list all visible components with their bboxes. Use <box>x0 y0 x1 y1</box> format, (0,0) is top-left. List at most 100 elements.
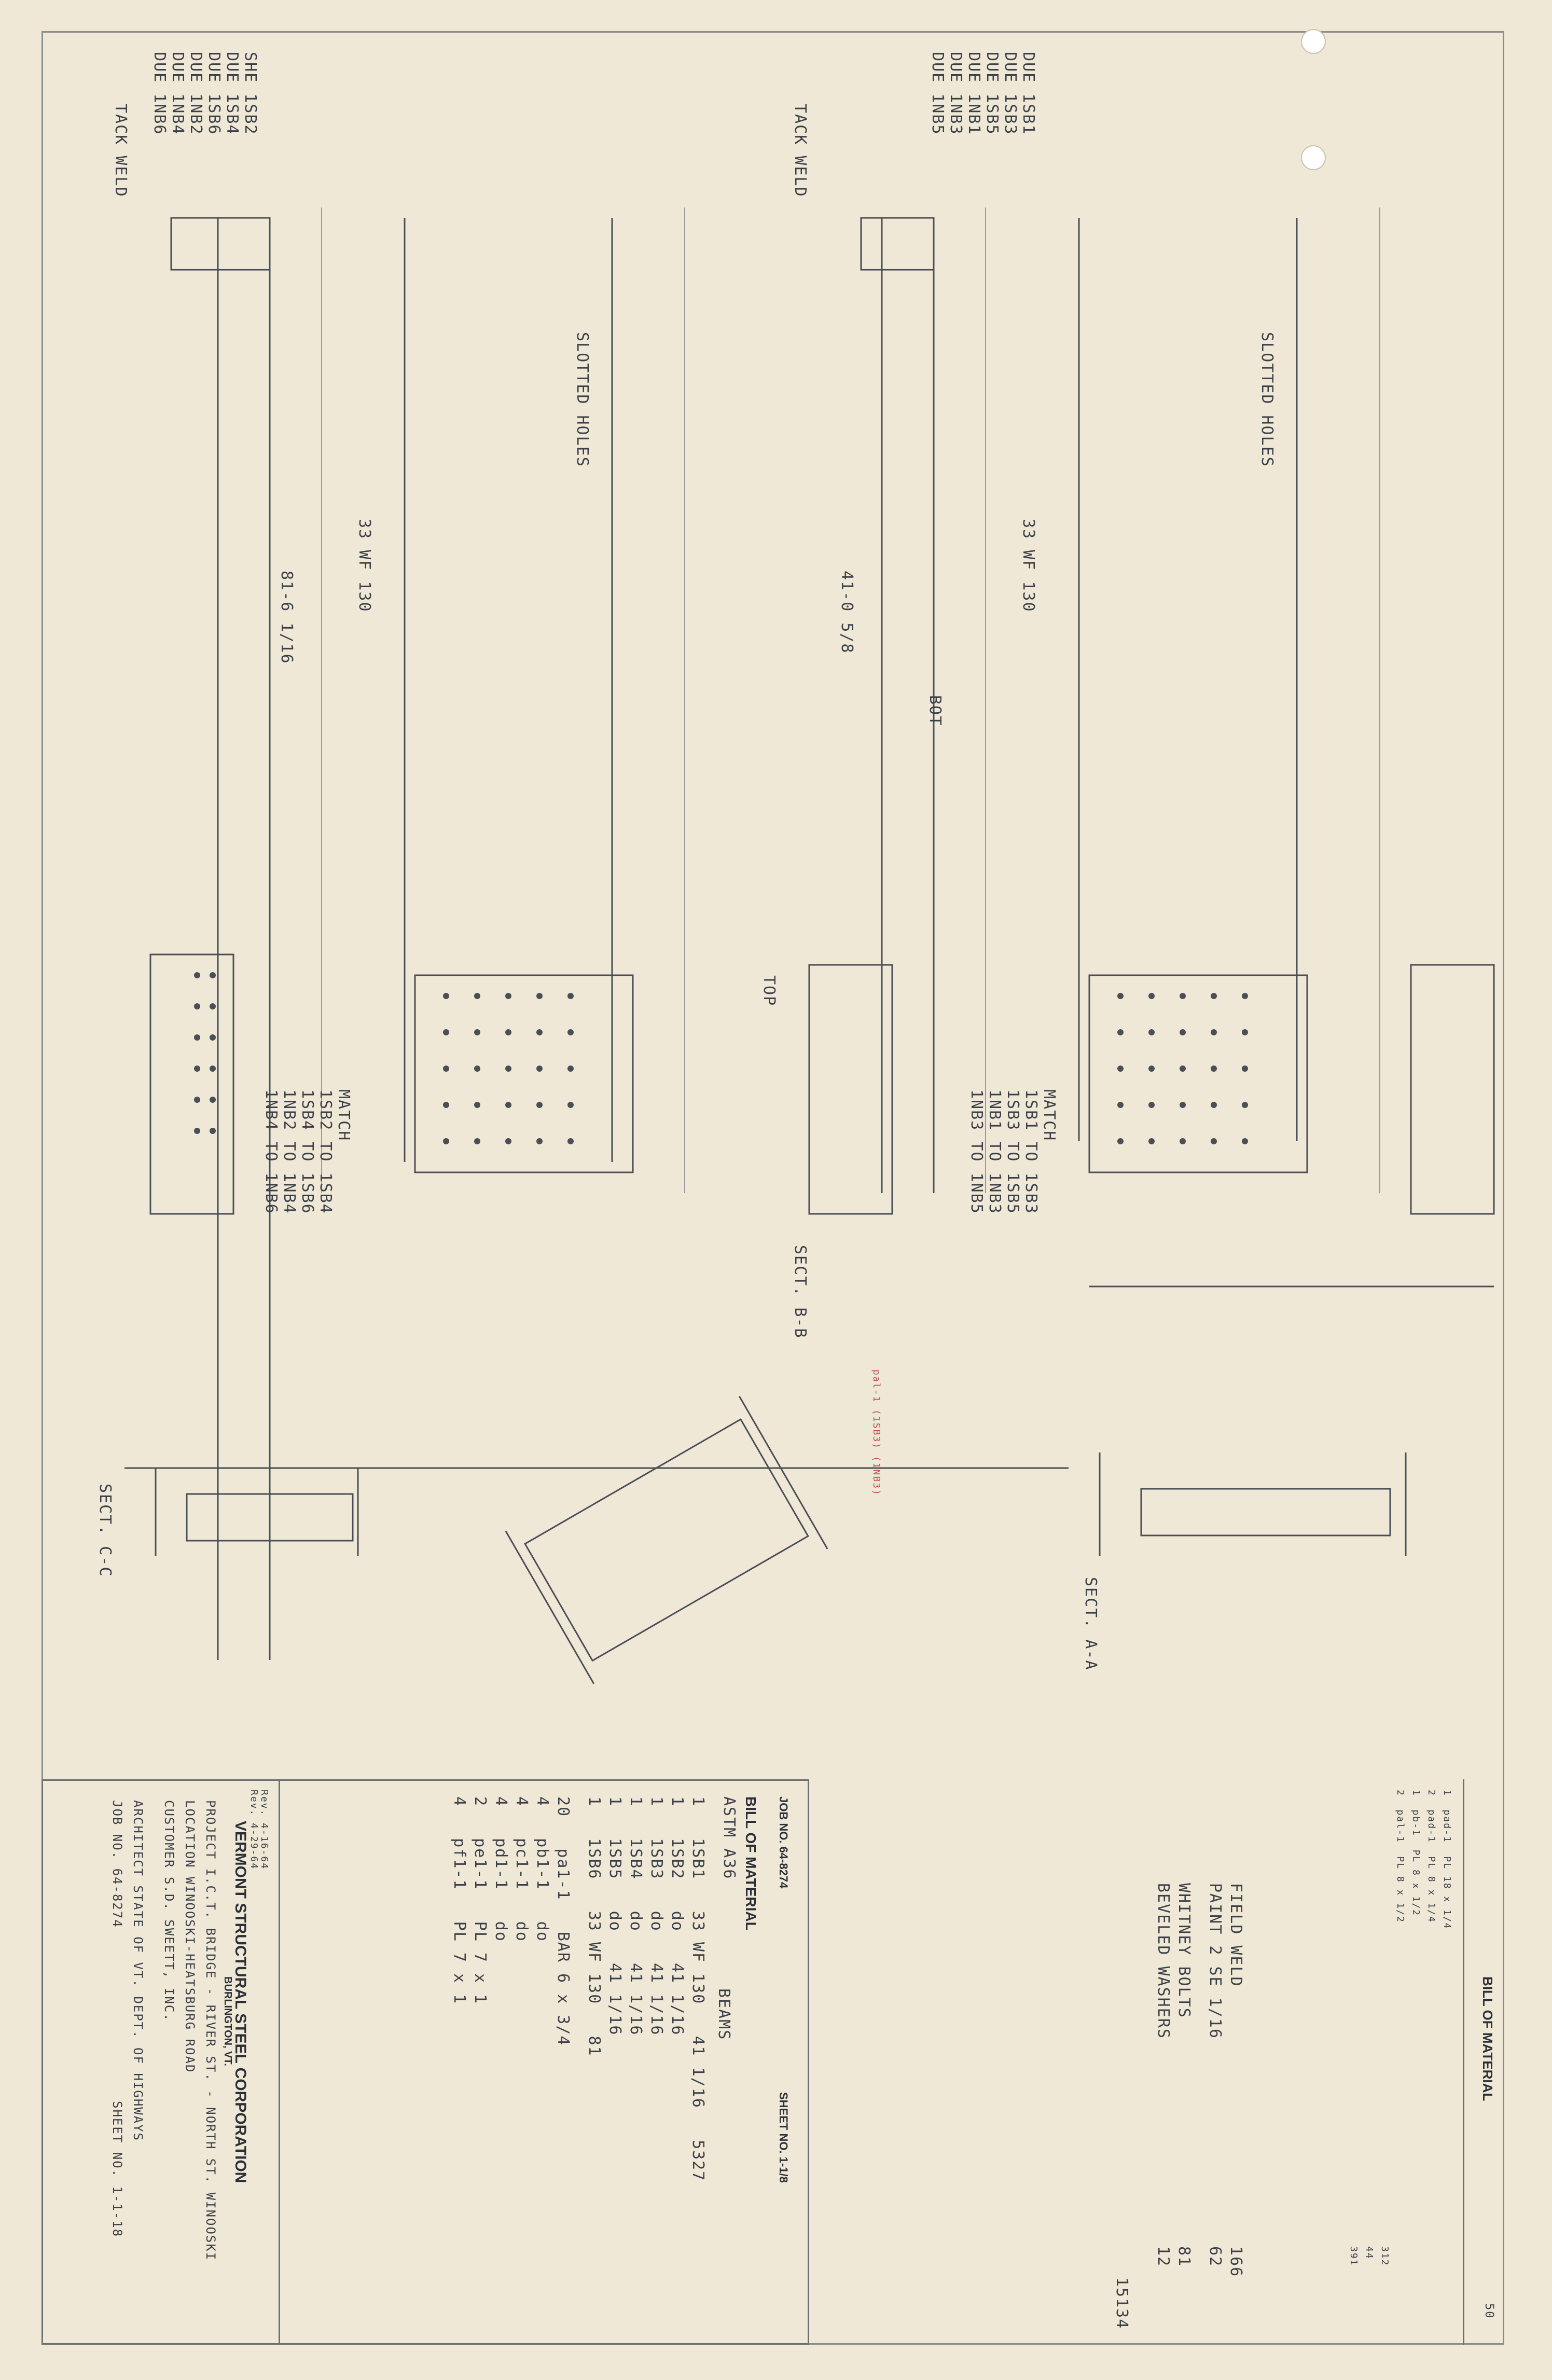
overall-length: 81-6 1/16 <box>278 571 296 665</box>
bom-row-4: 1 1SB5 do 41 1/16 <box>606 1796 624 2036</box>
bom-row-2: 1 1SB3 do 41 1/16 <box>647 1796 666 2036</box>
length: 41 <box>606 1963 624 1984</box>
bom-sheet-no: SHEET NO. 1-1/8 <box>777 2092 790 2183</box>
description: do <box>668 1911 686 1932</box>
member-label: 33 WF 130 <box>1019 519 1037 613</box>
match-table-upper: MATCH 1SB2 TO 1SB4 1SB4 TO 1SB6 1NB2 TO … <box>262 1089 353 1214</box>
beams-heading: BEAMS <box>715 1988 733 2041</box>
lower-mark: DUE 1NB3 <box>947 52 965 135</box>
total: 166 <box>1227 2246 1245 2278</box>
bom-row-6: 20 pa1-1 BAR 6 x 3/4 <box>554 1796 572 2046</box>
bom-top-row: 2 pad-1 PL 8 x 1/4 <box>1426 1790 1437 1923</box>
length: 41 <box>627 1963 645 1984</box>
mark: pe1-1 <box>471 1838 489 1890</box>
bolts-note: WHITNEY BOLTS <box>1175 1883 1193 2018</box>
description: do <box>512 1921 531 1942</box>
mark: pal-1 <box>1395 1809 1406 1843</box>
punch-hole <box>1301 145 1326 170</box>
match-row: 1SB1 TO 1SB3 <box>1022 1089 1040 1214</box>
pieces: 1 <box>668 1796 686 1807</box>
description: BAR 6 x 3/4 <box>554 1931 572 2046</box>
match-row: 1SB4 TO 1SB6 <box>298 1089 316 1214</box>
bom-top-row: 1 pb-1 PL 8 x 1/2 <box>1410 1790 1421 1916</box>
mark: pc1-1 <box>512 1838 531 1890</box>
upper-mark: DUE 1SB6 <box>205 52 223 135</box>
bom-top-heading: BILL OF MATERIAL <box>1480 1976 1495 2101</box>
mark: 1SB4 <box>627 1838 645 1880</box>
match-row: 1SB3 TO 1SB5 <box>1004 1089 1022 1214</box>
pieces: 1 <box>647 1796 666 1807</box>
splice-plate <box>1410 964 1495 1215</box>
match-table-lower: MATCH 1SB1 TO 1SB3 1SB3 TO 1SB5 1NB1 TO … <box>967 1089 1058 1214</box>
match-heading: MATCH <box>335 1089 353 1142</box>
bom-row-5: 1 1SB6 33 WF 130 81 <box>585 1796 603 2057</box>
bom-top-weight: 312 <box>1379 2246 1390 2266</box>
pieces: 4 <box>512 1796 531 1807</box>
weight: 5327 <box>689 2140 707 2182</box>
overall-length: 41-0 5/8 <box>838 571 856 654</box>
mark: pb-1 <box>1410 1809 1421 1836</box>
total: 12 <box>1154 2246 1172 2267</box>
washers-note: BEVELED WASHERS <box>1154 1883 1172 2039</box>
section-c-c-plate <box>186 1493 354 1542</box>
field-weld-note: FIELD WELD <box>1227 1883 1245 1987</box>
upper-mark: SHE 1SB2 <box>241 52 259 135</box>
description: PL 7 x 1 <box>450 1921 468 2005</box>
total: 62 <box>1206 2246 1224 2267</box>
match-row: 1NB2 TO 1NB4 <box>280 1089 298 1214</box>
length-in: 1/16 <box>606 1994 624 2036</box>
match-row: 1SB2 TO 1SB4 <box>316 1089 335 1214</box>
mark: pad-1 <box>1442 1809 1452 1843</box>
length-in: 1/16 <box>647 1994 666 2036</box>
mark: pf1-1 <box>450 1838 468 1890</box>
pieces: 2 <box>471 1796 489 1807</box>
bom-row-10: 2 pe1-1 PL 7 x 1 <box>471 1796 489 2004</box>
pieces: 1 <box>585 1796 603 1807</box>
bottom-flange-label: BOT <box>926 695 944 727</box>
pieces: 1 <box>606 1796 624 1807</box>
description: do <box>533 1921 551 1942</box>
match-row: 1NB4 TO 1NB6 <box>262 1089 280 1214</box>
section-label: SECT. C-C <box>96 1484 114 1578</box>
title-block: VERMONT STRUCTURAL STEEL CORPORATION BUR… <box>41 1779 280 2345</box>
project-name: PROJECT I.C.T. BRIDGE - RIVER ST. - NORT… <box>203 1800 218 2261</box>
bom-top-weight: 391 <box>1348 2246 1359 2266</box>
pieces: 1 <box>689 1796 707 1807</box>
upper-mark-list: SHE 1SB2 DUE 1SB4 DUE 1SB6 DUE 1NB2 DUE … <box>150 52 259 135</box>
title-job-no: JOB NO. 64-8274 <box>110 1800 124 1928</box>
mark: 1SB5 <box>606 1838 624 1880</box>
section-a-a-plate <box>1140 1488 1391 1537</box>
length: 41 <box>647 1963 666 1984</box>
bom-row-7: 4 pb1-1 do <box>533 1796 551 1942</box>
description: PL 8 x 1/4 <box>1426 1856 1437 1923</box>
upper-mark: DUE 1SB4 <box>223 52 241 135</box>
mark: 1SB1 <box>689 1838 707 1880</box>
slotted-holes-note: SLOTTED HOLES <box>573 332 591 467</box>
upper-mark: DUE 1NB4 <box>169 52 187 135</box>
customer: CUSTOMER S.D. SWEETT, INC. <box>162 1800 176 2022</box>
pieces: 4 <box>492 1796 510 1807</box>
total: 81 <box>1175 2246 1193 2267</box>
splice-plate <box>808 964 893 1215</box>
lower-mark-list: DUE 1SB1 DUE 1SB3 DUE 1SB5 DUE 1NB1 DUE … <box>929 52 1037 135</box>
length-in: 1/16 <box>627 1994 645 2036</box>
length: 41 <box>668 1963 686 1984</box>
lower-mark: DUE 1NB5 <box>929 52 947 135</box>
length: 41 <box>689 2036 707 2057</box>
mark: pb1-1 <box>533 1838 551 1890</box>
bill-of-material-bottom: BILL OF MATERIAL JOB NO. 64-8274 SHEET N… <box>41 1779 809 2345</box>
sheet-badge: 50 <box>1482 2303 1495 2319</box>
description: PL 8 x 1/2 <box>1410 1849 1421 1916</box>
splice-plate <box>1088 974 1308 1173</box>
grand-total: 15134 <box>1113 2277 1131 2330</box>
company-name: VERMONT STRUCTURAL STEEL CORPORATION <box>232 1821 249 2183</box>
architect: ARCHITECT STATE OF VT. DEPT. OF HIGHWAYS <box>131 1800 145 2141</box>
bom-notes: FIELD WELD PAINT 2 SE 1/16 WHITNEY BOLTS… <box>934 1779 1297 2345</box>
bom-top-row: 1 pad-1 PL 18 x 1/4 <box>1442 1790 1452 1930</box>
pieces: 2 <box>1395 1790 1406 1796</box>
mark: 1SB2 <box>668 1838 686 1880</box>
length-in: 1/16 <box>689 2067 707 2109</box>
length-in: 1/16 <box>668 1994 686 2036</box>
lower-mark: DUE 1NB1 <box>965 52 983 135</box>
